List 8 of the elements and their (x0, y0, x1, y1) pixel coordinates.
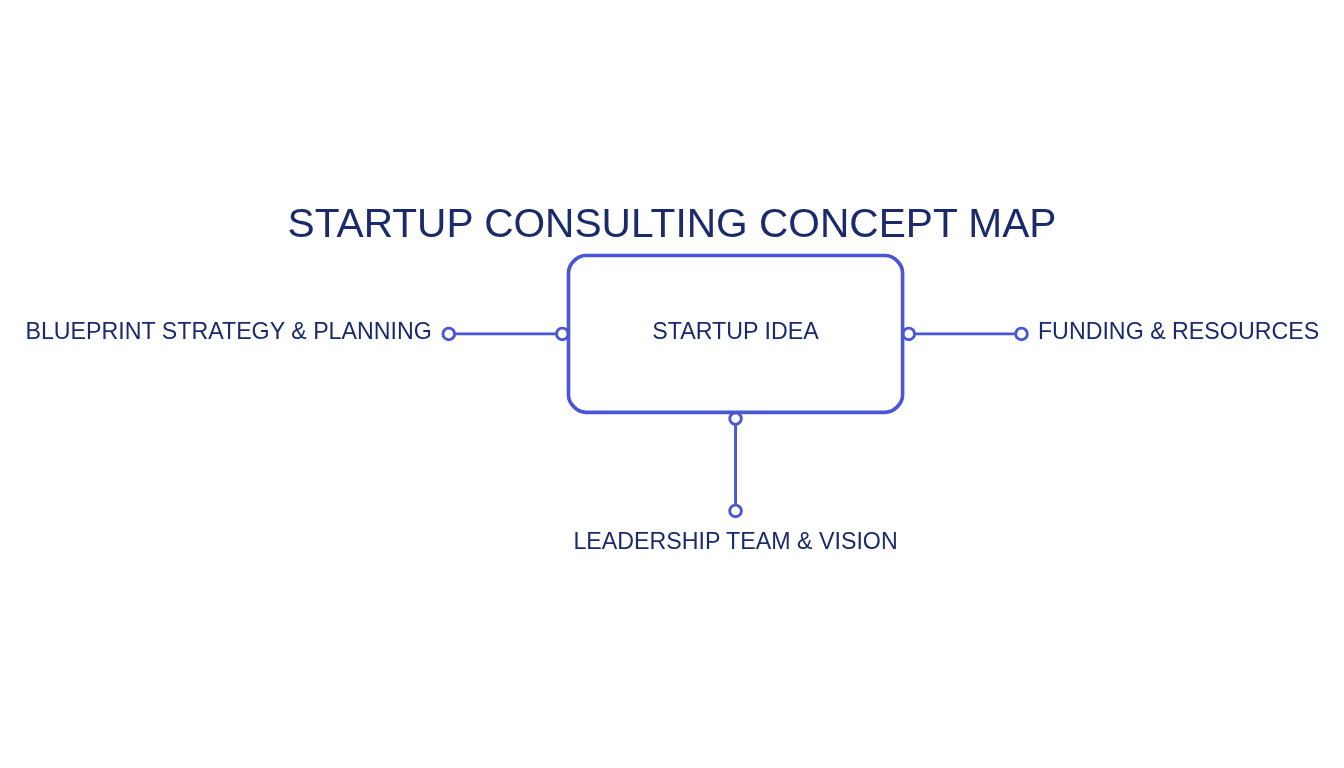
node-text: BLUEPRINT STRATEGY & PLANNING (25, 318, 432, 345)
connector (441, 326, 570, 342)
diagram-title: STARTUP CONSULTING CONCEPT MAP (287, 200, 1057, 247)
node-box: STARTUP IDEA (566, 253, 905, 415)
connector (901, 326, 1029, 342)
node-text: FUNDING & RESOURCES (1037, 318, 1320, 345)
connector (728, 411, 743, 519)
node-text: LEADERSHIP TEAM & VISION (573, 527, 898, 554)
